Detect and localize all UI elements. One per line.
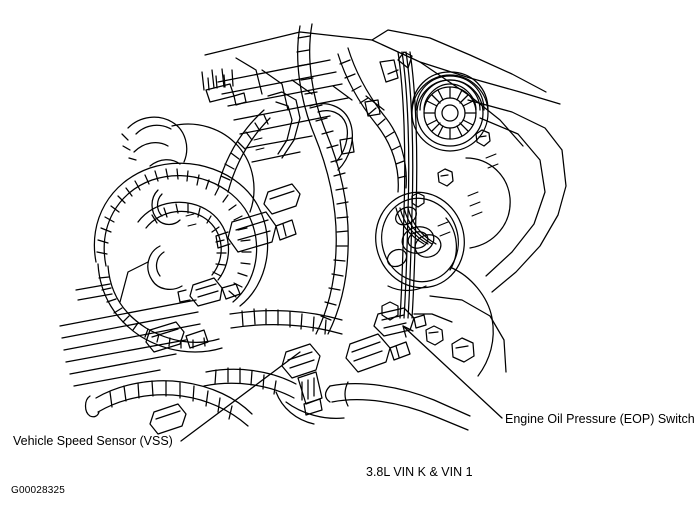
leader-arrowhead-eop [402,325,414,338]
callout-label-eop: Engine Oil Pressure (EOP) Switch [505,412,695,426]
leader-line-eop [402,325,503,419]
detail-hatching [185,137,499,237]
bolt-heads [381,129,491,363]
figure-caption: 3.8L VIN K & VIN 1 [366,465,473,479]
tubes-and-brackets [59,68,471,431]
leader-line-vss [180,351,301,442]
figure-id-code: G00028325 [11,485,66,496]
harness-conduit-main [84,23,407,427]
engine-block-outline [204,29,567,377]
callout-leaders [180,325,503,442]
callout-label-vss: Vehicle Speed Sensor (VSS) [13,434,173,448]
crankshaft-pulley [375,191,465,292]
idler-pulley [411,74,489,152]
